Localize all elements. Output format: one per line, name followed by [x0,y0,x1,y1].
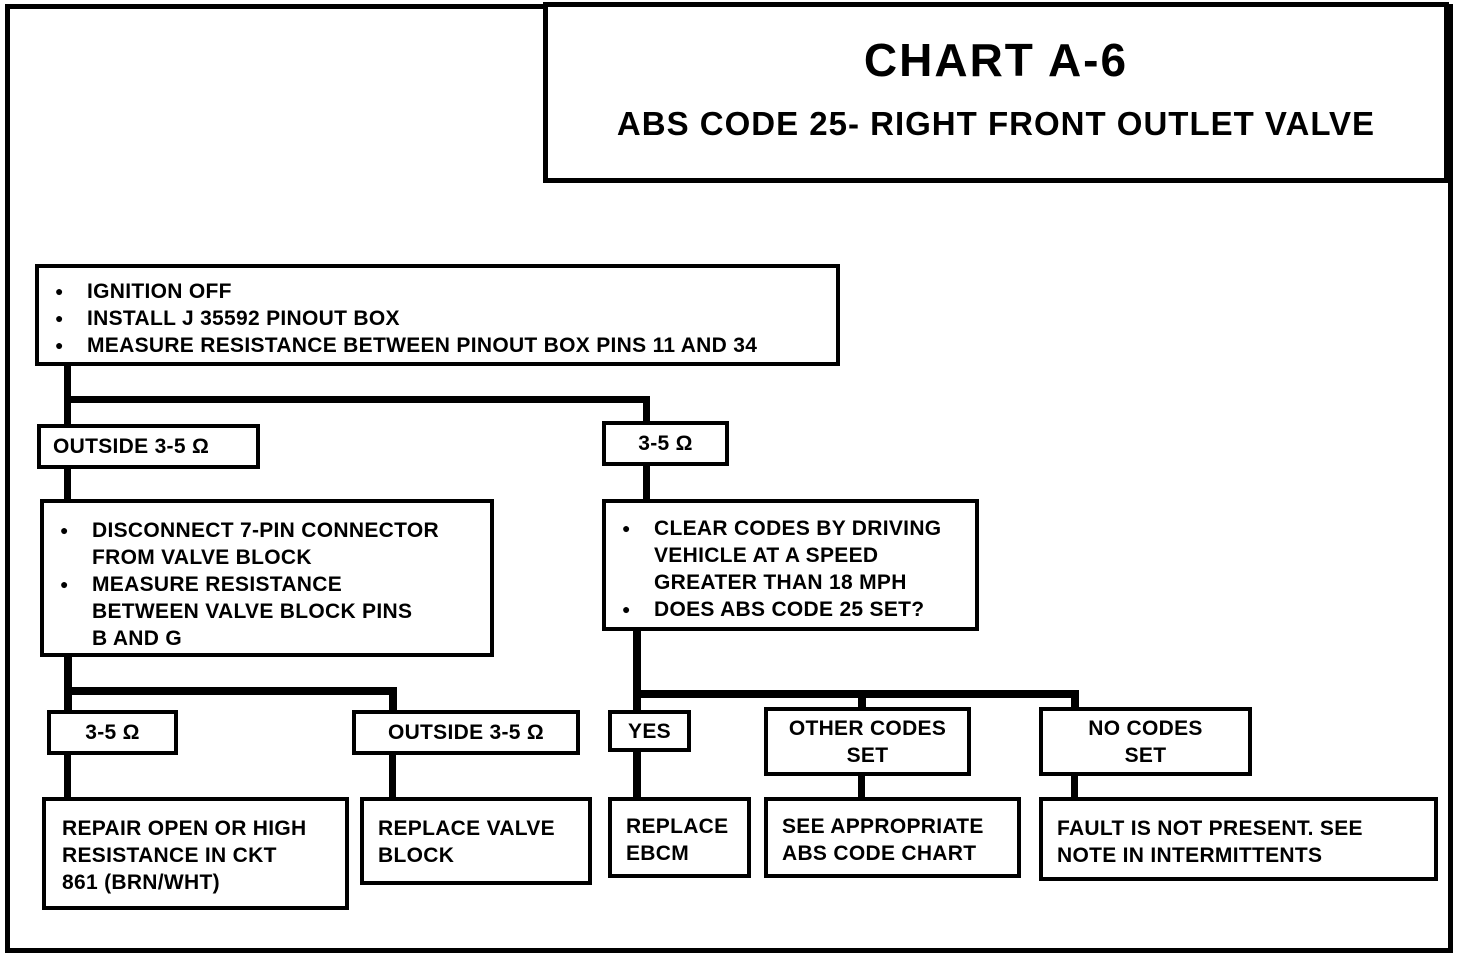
bullet-icon: ● [60,522,69,538]
replace-valve-line: REPLACE VALVE [378,817,555,840]
right-process-line: GREATER THAN 18 MPH [654,571,907,594]
other-codes-line: SET [846,743,889,767]
see-abs-chart-line: SEE APPROPRIATE [782,815,984,838]
bullet-icon: ● [55,337,64,353]
right-process-line: DOES ABS CODE 25 SET? [654,598,925,621]
chart-title: CHART A-6 [863,34,1129,86]
repair-ckt-line: 861 (BRN/WHT) [62,871,220,894]
bullet-icon: ● [55,283,64,299]
no-codes-line: NO CODES [1088,716,1203,740]
replace-valve-line: BLOCK [378,844,455,867]
bullet-icon: ● [622,601,631,617]
start-step: INSTALL J 35592 PINOUT BOX [87,307,400,330]
fault-not-present-line: NOTE IN INTERMITTENTS [1057,844,1323,867]
outside-range-label-top-text: OUTSIDE 3-5 Ω [53,435,210,458]
connector [64,753,71,799]
bullet-icon: ● [622,520,631,536]
left-process-line: B AND G [92,627,182,650]
repair-ckt-line: RESISTANCE IN CKT [62,844,277,867]
connector [643,396,650,424]
connector [633,750,641,799]
fault-not-present-box: FAULT IS NOT PRESENT. SEE NOTE IN INTERM… [1039,797,1438,881]
chart-subtitle: ABS CODE 25- RIGHT FRONT OUTLET VALVE [616,105,1376,142]
connector [643,464,650,501]
replace-ebcm-box: REPLACE EBCM [608,797,751,878]
start-step: IGNITION OFF [87,280,232,303]
left-process-line: DISCONNECT 7-PIN CONNECTOR [92,519,439,542]
outside-range-label-top: OUTSIDE 3-5 Ω [37,424,260,469]
connector [64,364,71,426]
left-process-line: MEASURE RESISTANCE [92,573,343,596]
connector [64,655,72,712]
connector [858,774,865,799]
right-process-line: CLEAR CODES BY DRIVING [654,517,942,540]
left-process-line: FROM VALVE BLOCK [92,546,312,569]
connector [389,753,396,799]
right-process-box: ● CLEAR CODES BY DRIVING VEHICLE AT A SP… [602,499,979,631]
in-range-label-bottom: 3-5 Ω [47,710,178,755]
connector [633,690,1079,698]
see-abs-chart-box: SEE APPROPRIATE ABS CODE CHART [764,797,1021,878]
connector [1071,774,1078,799]
in-range-label-top: 3-5 Ω [602,421,729,466]
replace-valve-block-box: REPLACE VALVE BLOCK [360,797,592,885]
right-process-line: VEHICLE AT A SPEED [654,544,879,567]
repair-ckt-line: REPAIR OPEN OR HIGH [62,817,307,840]
outside-range-label-bottom: OUTSIDE 3-5 Ω [352,710,580,755]
no-codes-line: SET [1124,743,1167,767]
fault-not-present-line: FAULT IS NOT PRESENT. SEE [1057,817,1363,840]
in-range-label-bottom-text: 3-5 Ω [85,721,140,744]
other-codes-label: OTHER CODES SET [764,707,971,776]
yes-label-text: YES [628,719,671,743]
connector [64,467,71,501]
in-range-label-top-text: 3-5 Ω [638,432,693,455]
outside-range-label-bottom-text: OUTSIDE 3-5 Ω [387,721,545,744]
left-process-box: ● DISCONNECT 7-PIN CONNECTOR FROM VALVE … [40,499,494,657]
start-box: ● IGNITION OFF ● INSTALL J 35592 PINOUT … [35,264,840,366]
left-process-line: BETWEEN VALVE BLOCK PINS [92,600,413,623]
no-codes-label: NO CODES SET [1039,707,1252,776]
replace-ebcm-line: EBCM [626,842,690,865]
start-step: MEASURE RESISTANCE BETWEEN PINOUT BOX PI… [87,334,758,357]
connector [389,687,397,712]
bullet-icon: ● [60,576,69,592]
connector [64,396,650,403]
see-abs-chart-line: ABS CODE CHART [782,842,977,865]
yes-label: YES [608,710,691,752]
bullet-icon: ● [55,310,64,326]
repair-ckt-box: REPAIR OPEN OR HIGH RESISTANCE IN CKT 86… [42,797,349,910]
other-codes-line: OTHER CODES [788,716,947,740]
connector [1071,690,1079,709]
replace-ebcm-line: REPLACE [626,815,729,838]
connector [64,687,397,695]
connector [633,629,641,712]
chart-title-box: CHART A-6 ABS CODE 25- RIGHT FRONT OUTLE… [543,2,1449,183]
connector [858,690,866,709]
